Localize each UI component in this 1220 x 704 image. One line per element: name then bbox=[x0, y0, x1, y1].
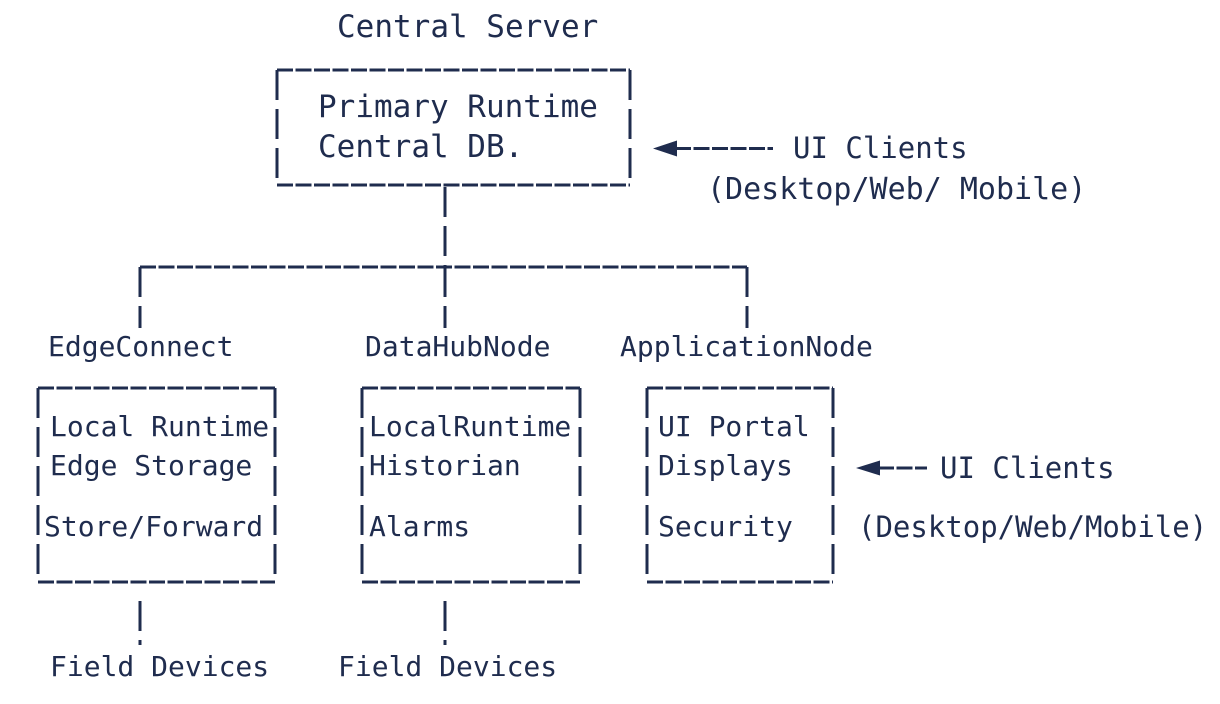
node-title-applicationnode: ApplicationNode bbox=[620, 330, 873, 363]
applicationnode-line-3: Security bbox=[658, 510, 793, 543]
node-title-datahubnode: DataHubNode bbox=[365, 330, 551, 363]
applicationnode-line-1: UI Portal bbox=[658, 410, 810, 443]
top-clients-devices: (Desktop/Web/ Mobile) bbox=[707, 172, 1087, 207]
central-server-title: Central Server bbox=[337, 9, 599, 45]
central-server-line-1: Primary Runtime bbox=[318, 89, 598, 125]
central-server-line-2: Central DB. bbox=[318, 129, 524, 165]
arrow-left-icon bbox=[856, 460, 880, 476]
edgeconnect-line-3: Store/Forward bbox=[44, 510, 264, 543]
field-devices-label-left: Field Devices bbox=[50, 650, 270, 683]
datahubnode-line-3: Alarms bbox=[369, 510, 471, 543]
node-title-edgeconnect: EdgeConnect bbox=[48, 330, 234, 363]
right-clients-devices: (Desktop/Web/Mobile) bbox=[858, 510, 1208, 544]
applicationnode-line-2: Displays bbox=[658, 449, 793, 482]
edgeconnect-line-1: Local Runtime bbox=[50, 410, 270, 443]
field-devices-label-center: Field Devices bbox=[338, 650, 558, 683]
right-clients-label: UI Clients bbox=[940, 451, 1115, 485]
datahubnode-line-2: Historian bbox=[369, 449, 521, 482]
edgeconnect-line-2: Edge Storage bbox=[50, 449, 253, 482]
top-clients-label: UI Clients bbox=[793, 131, 968, 165]
datahubnode-line-1: LocalRuntime bbox=[369, 410, 572, 443]
arrow-left-icon bbox=[653, 140, 677, 157]
